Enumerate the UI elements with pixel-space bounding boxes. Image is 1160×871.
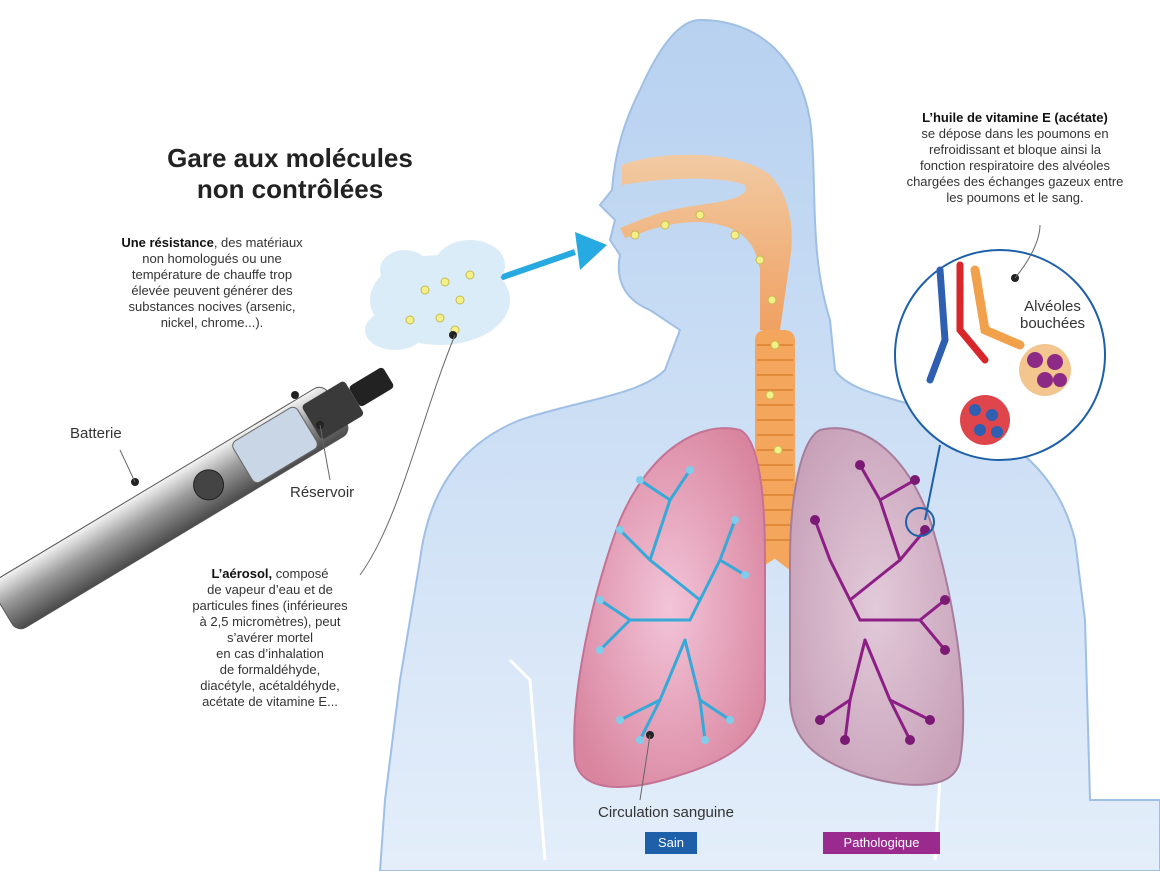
healthy-lung [573, 427, 766, 788]
vapour-particles [405, 270, 475, 335]
pathological-lung [789, 427, 965, 786]
aerosol-note-line-2: de vapeur d’eau et de [207, 582, 333, 597]
battery-label: Batterie [70, 425, 122, 442]
airway-particles [630, 210, 783, 455]
leader-lines [119, 224, 1041, 801]
aerosol-note-line-7: de formaldéhyde, [219, 662, 321, 677]
aerosol-note-line-3: particules fines (inférieures [192, 598, 348, 613]
inhale-arrow [499, 249, 576, 281]
vitamin-note-line-2: refroidissant et bloque ainsi la [929, 142, 1101, 157]
aerosol-note-line-1: L’aérosol, composé [160, 566, 380, 582]
title-line-1: Gare aux molécules [167, 143, 413, 173]
aerosol-note-line-5: s’avérer mortel [227, 630, 313, 645]
page-title: Gare aux molécules non contrôlées [100, 143, 480, 205]
aerosol-note-text: composé [272, 566, 329, 581]
nasal-cavity [620, 154, 792, 330]
resistance-note-line-1: Une résistance, des matériaux [92, 235, 332, 251]
resistance-pointer-dot [291, 391, 299, 399]
resistance-note-line-6: nickel, chrome...). [160, 315, 264, 330]
vapour-cloud [365, 240, 510, 350]
resistance-note-line-3: température de chauffe trop [131, 267, 293, 282]
zoom-connector [924, 444, 941, 521]
alveoles-label: Alvéoles bouchées [1020, 298, 1085, 332]
aerosol-note-line-6: en cas d’inhalation [216, 646, 324, 661]
aerosol-note-line-9: acétate de vitamine E... [202, 694, 338, 709]
aerosol-note-line-8: diacétyle, acétaldéhyde, [200, 678, 340, 693]
aerosol-pointer-dot [449, 331, 457, 339]
vitamin-note-bold: L’huile de vitamine E (acétate) [922, 110, 1108, 125]
vitamin-note-line-3: fonction respiratoire des alvéoles [919, 158, 1111, 173]
vitamin-note-line-4: chargées des échanges gazeux entre [906, 174, 1124, 189]
inhale-arrow-head [575, 232, 607, 270]
trachea [755, 330, 795, 555]
vitamin-note-line-5: les poumons et le sang. [946, 190, 1084, 205]
resistance-note-line-5: substances nocives (arsenic, [128, 299, 296, 314]
reservoir-label: Réservoir [290, 484, 355, 501]
blocked-alveoli-cluster [1019, 344, 1071, 396]
title-line-2: non contrôlées [196, 174, 384, 204]
resistance-note-line-2: non homologués ou une [142, 251, 282, 266]
healthy-bronchial-tree [598, 468, 747, 742]
resistance-note-line-4: élevée peuvent générer des [131, 283, 293, 298]
vitamin-note-line-1: se dépose dans les poumons en [921, 126, 1109, 141]
left-arm-outline [508, 658, 547, 861]
resistance-note-bold: Une résistance [121, 235, 214, 250]
zoom-vessels [926, 261, 1025, 384]
pathological-alveoli [810, 460, 950, 745]
vitamin-note: L’huile de vitamine E (acétate) se dépos… [880, 110, 1150, 206]
healthy-alveoli-cluster [960, 395, 1010, 445]
healthy-alveoli [596, 466, 749, 744]
alveoles-label-line-2: bouchées [1020, 315, 1086, 332]
zoom-callout-circle [894, 249, 1106, 461]
aerosol-note-line-4: à 2,5 micromètres), peut [199, 614, 341, 629]
pathological-tag: Pathologique [823, 832, 940, 854]
aerosol-note: L’aérosol, composé de vapeur d’eau et de… [160, 566, 380, 710]
alveoles-label-line-1: Alvéoles [1024, 298, 1081, 315]
resistance-note-text: , des matériaux [213, 235, 303, 250]
zoom-target-ring [905, 507, 935, 537]
pathological-bronchial-tree [813, 463, 947, 742]
healthy-tag: Sain [645, 832, 697, 854]
circulation-label: Circulation sanguine [598, 804, 734, 821]
aerosol-note-bold: L’aérosol, [211, 566, 273, 581]
resistance-note: Une résistance, des matériaux non homolo… [92, 235, 332, 331]
